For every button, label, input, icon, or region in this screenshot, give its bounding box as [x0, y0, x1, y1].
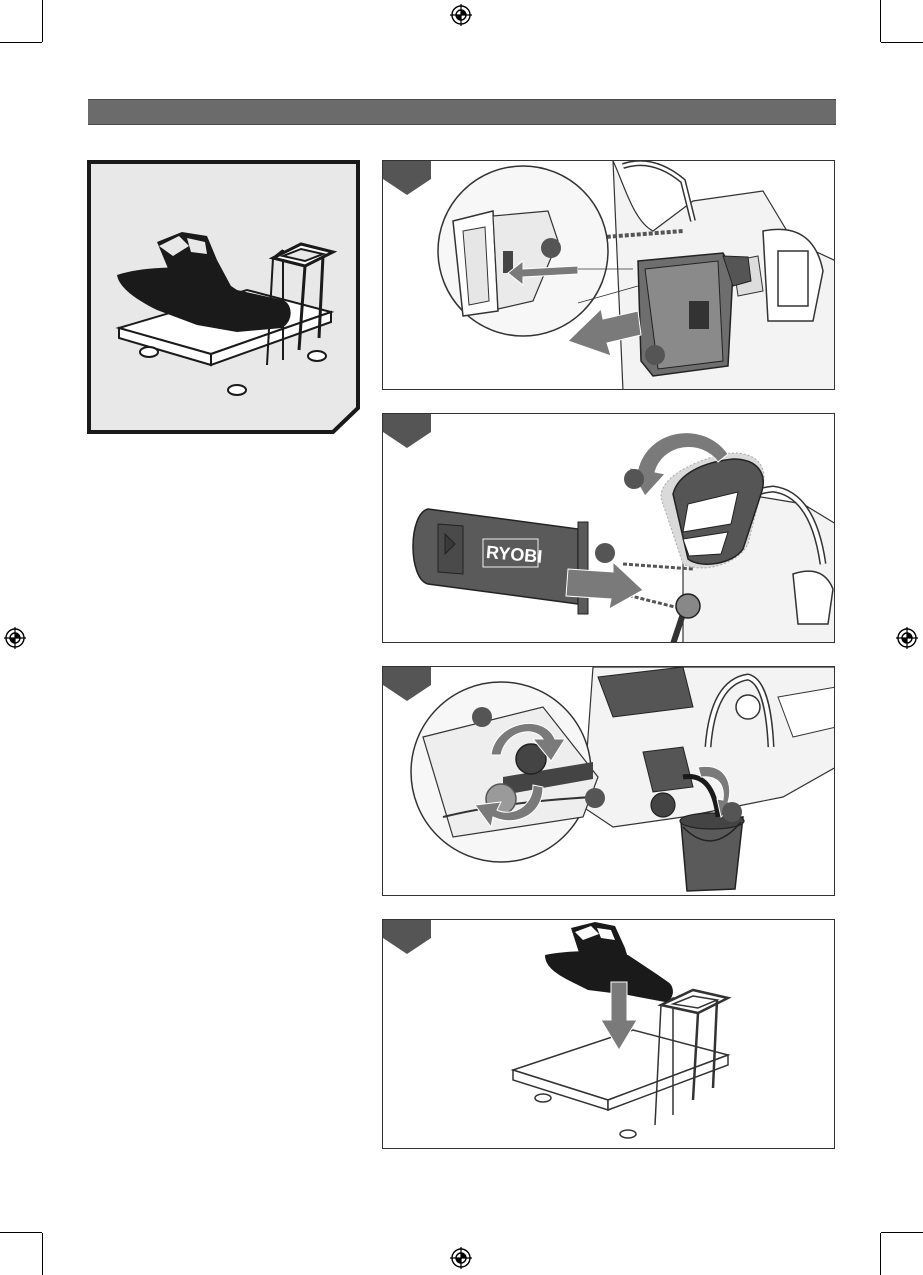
step-tab: [383, 920, 431, 954]
crop-mark-bottom-right-h: [881, 1232, 923, 1233]
registration-mark-icon: [896, 627, 918, 649]
chainsaw-on-cart-icon: [87, 160, 361, 435]
step-tab: [383, 414, 431, 448]
callout-2: [645, 345, 665, 365]
callout-2: [595, 543, 615, 563]
step-tab: [383, 667, 431, 701]
crop-mark-top-right-v: [880, 0, 881, 42]
callout-1: [541, 238, 561, 258]
step-panel-place-on-cart: [382, 919, 835, 1149]
registration-mark-icon: [450, 1247, 472, 1269]
callout-2: [585, 788, 605, 808]
step-panel-drain-oil: [382, 666, 835, 896]
callout-3: [722, 802, 742, 822]
step-panel-remove-battery: [382, 160, 835, 390]
crop-mark-bottom-left-v: [42, 1233, 43, 1275]
step-tab: [383, 161, 431, 195]
section-header-bar: [88, 99, 836, 125]
crop-mark-top-left-v: [42, 0, 43, 42]
step-panel-chain-guard: RYOBI: [382, 413, 835, 643]
registration-mark-icon: [4, 627, 26, 649]
callout-1: [624, 469, 644, 489]
crop-mark-top-right-h: [881, 42, 923, 43]
crop-mark-top-left-h: [0, 42, 42, 43]
callout-1: [472, 707, 492, 727]
crop-mark-bottom-right-v: [880, 1233, 881, 1275]
crop-mark-bottom-left-h: [0, 1232, 42, 1233]
registration-mark-icon: [450, 4, 472, 26]
